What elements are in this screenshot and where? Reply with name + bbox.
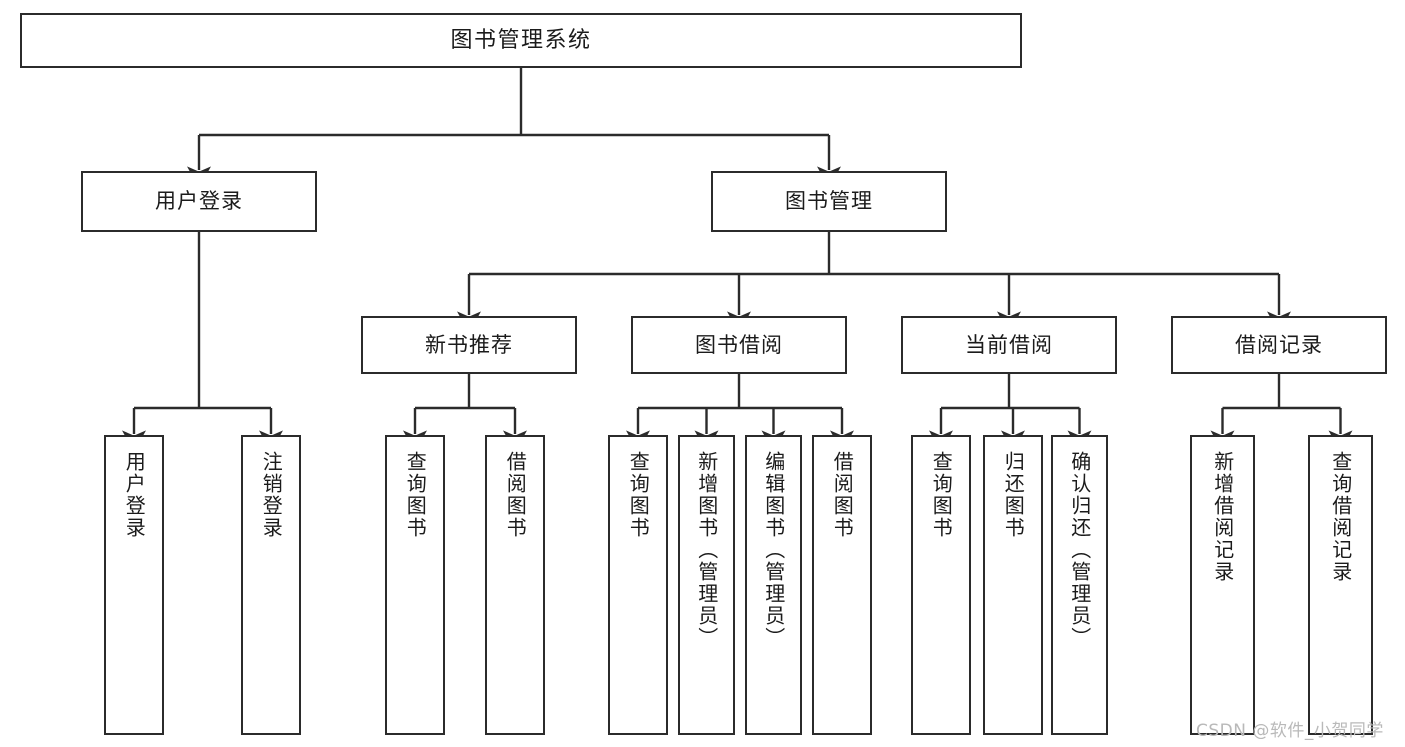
node-label: 图书借阅	[695, 332, 783, 357]
node-label: 借阅图书	[830, 451, 855, 539]
node-leaf-cb-query: 查询图书	[911, 435, 971, 735]
node-label: 借阅图书	[503, 451, 528, 539]
node-leaf-bb-borrow: 借阅图书	[812, 435, 872, 735]
node-label: 确认归还（管理员）	[1067, 451, 1092, 649]
node-leaf-bb-edit: 编辑图书（管理员）	[745, 435, 802, 735]
node-label: 借阅记录	[1235, 332, 1323, 357]
node-label: 查询图书	[626, 451, 651, 539]
node-label: 查询借阅记录	[1328, 451, 1353, 583]
node-leaf-bb-query: 查询图书	[608, 435, 668, 735]
csdn-watermark: CSDN @软件_小贺同学	[1196, 721, 1384, 741]
node-label: 用户登录	[122, 451, 147, 539]
node-label: 注销登录	[259, 451, 284, 539]
node-current-borrow: 当前借阅	[901, 316, 1117, 374]
node-label: 新增图书（管理员）	[694, 451, 719, 649]
node-leaf-user-logout: 注销登录	[241, 435, 301, 735]
node-label: 用户登录	[155, 189, 243, 214]
node-book-manage: 图书管理	[711, 171, 947, 232]
node-label: 当前借阅	[965, 332, 1053, 357]
node-label: 新增借阅记录	[1210, 451, 1235, 583]
node-leaf-bb-add: 新增图书（管理员）	[678, 435, 735, 735]
node-label: 图书管理	[785, 189, 873, 214]
node-label: 查询图书	[929, 451, 954, 539]
node-user-login: 用户登录	[81, 171, 317, 232]
node-label: 编辑图书（管理员）	[761, 451, 786, 649]
node-leaf-br-query: 查询借阅记录	[1308, 435, 1373, 735]
node-leaf-rec-query: 查询图书	[385, 435, 445, 735]
node-leaf-cb-return: 归还图书	[983, 435, 1043, 735]
node-leaf-user-login: 用户登录	[104, 435, 164, 735]
node-label: 图书管理系统	[450, 27, 592, 53]
node-book-borrow: 图书借阅	[631, 316, 847, 374]
node-new-book-rec: 新书推荐	[361, 316, 577, 374]
node-leaf-br-add: 新增借阅记录	[1190, 435, 1255, 735]
node-label: 查询图书	[403, 451, 428, 539]
node-borrow-record: 借阅记录	[1171, 316, 1387, 374]
node-leaf-cb-confirm: 确认归还（管理员）	[1051, 435, 1108, 735]
node-label: 新书推荐	[425, 332, 513, 357]
node-label: 归还图书	[1001, 451, 1026, 539]
node-leaf-rec-borrow: 借阅图书	[485, 435, 545, 735]
node-root: 图书管理系统	[20, 13, 1022, 68]
